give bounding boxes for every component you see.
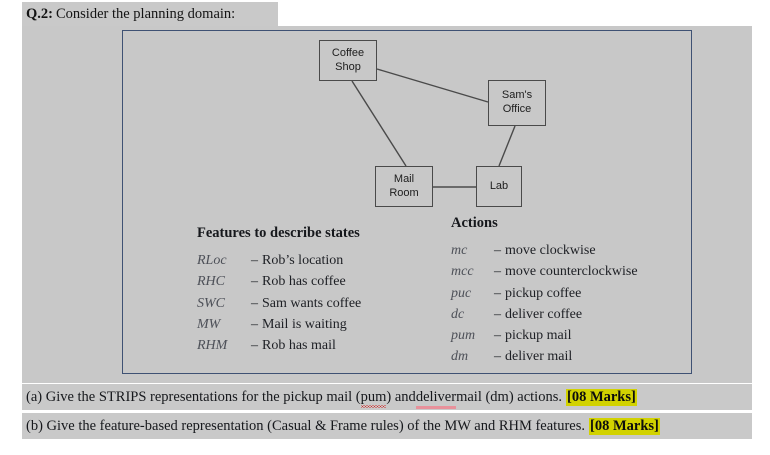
action-row: puc – pickup coffee — [451, 283, 681, 304]
feature-dash: – — [251, 316, 258, 332]
question-a-line: (a) Give the STRIPS representations for … — [22, 384, 752, 410]
figure-background-top — [22, 26, 752, 31]
action-dash: – — [494, 328, 501, 344]
node-label-line2: Office — [502, 103, 532, 115]
action-term: puc — [451, 285, 472, 301]
action-term: mcc — [451, 264, 474, 280]
action-term: dm — [451, 349, 469, 365]
edge-coffee-shop-sams-office — [376, 68, 489, 103]
action-row: dc – deliver coffee — [451, 304, 681, 325]
grammar-flag-deliver: deliver — [415, 388, 457, 409]
feature-row: RLoc – Rob’s location — [197, 250, 417, 271]
action-row: pum – pickup mail — [451, 325, 681, 346]
marks-badge-a: [08 Marks] — [565, 388, 637, 406]
edge-sams-office-lab — [498, 125, 516, 167]
node-label-line1: Mail — [393, 172, 415, 185]
node-label-line2: Shop — [335, 60, 361, 73]
action-description: move counterclockwise — [505, 264, 638, 280]
figure-background-left — [22, 26, 122, 374]
node-label-line1: Sam's — [501, 89, 533, 102]
feature-row: RHC – Rob has coffee — [197, 271, 417, 292]
actions-heading: Actions — [451, 215, 498, 231]
action-description: pickup mail — [505, 328, 572, 344]
feature-row: RHM – Rob has mail — [197, 335, 417, 356]
feature-dash: – — [251, 295, 258, 311]
action-description: deliver coffee — [505, 306, 583, 322]
node-label-line1: Coffee — [331, 46, 365, 59]
action-description: deliver mail — [505, 349, 573, 365]
action-description: move clockwise — [505, 243, 596, 258]
map-node-sams-office: Sam's Office — [488, 80, 546, 126]
question-b-text: (b) Give the feature-based representatio… — [26, 417, 585, 434]
figure-background-right — [692, 30, 752, 374]
feature-description: Sam wants coffee — [262, 295, 362, 311]
feature-dash: – — [251, 274, 258, 290]
edge-coffee-shop-mail-room — [351, 80, 407, 167]
domain-map: Coffee Shop Sam's Office Mail Room Lab — [123, 31, 693, 221]
action-term: pum — [451, 328, 476, 344]
feature-term: RHC — [197, 274, 225, 290]
action-term: dc — [451, 306, 465, 322]
map-node-lab: Lab — [476, 166, 522, 207]
marks-badge-b: [08 Marks] — [589, 417, 660, 435]
figure-background-bottom — [22, 373, 752, 383]
feature-row: SWC – Sam wants coffee — [197, 293, 417, 314]
actions-column: Actions mc – move clockwise mcc – move c… — [451, 215, 681, 368]
misspelled-word-pum: pum — [360, 388, 387, 408]
features-heading: Features to describe states — [197, 225, 360, 241]
action-dash: – — [494, 285, 501, 301]
question-a-text-part1: (a) Give the STRIPS representations for … — [26, 388, 361, 405]
action-dash: – — [494, 243, 501, 258]
question-header: Q.2: Consider the planning domain: — [22, 2, 278, 26]
question-b-line: (b) Give the feature-based representatio… — [22, 413, 752, 439]
action-dash: – — [494, 306, 501, 322]
question-number: Q.2: — [26, 5, 53, 22]
node-label-line2: Room — [389, 186, 419, 199]
feature-term: MW — [197, 316, 221, 332]
feature-description: Rob’s location — [262, 253, 344, 268]
action-description: pickup coffee — [505, 285, 582, 301]
action-row: mc – move clockwise — [451, 240, 681, 261]
node-label-line1: Lab — [489, 179, 509, 192]
map-node-mail-room: Mail Room — [375, 166, 433, 207]
action-term: mc — [451, 243, 468, 258]
feature-description: Rob has coffee — [262, 274, 346, 290]
question-prompt: Consider the planning domain: — [55, 5, 236, 22]
feature-dash: – — [251, 338, 258, 354]
map-node-coffee-shop: Coffee Shop — [319, 40, 377, 81]
action-dash: – — [494, 349, 501, 365]
feature-description: Mail is waiting — [262, 316, 347, 332]
action-row: mcc – move counterclockwise — [451, 261, 681, 282]
feature-dash: – — [251, 253, 258, 268]
map-edges — [351, 68, 516, 188]
feature-row: MW – Mail is waiting — [197, 314, 417, 335]
action-dash: – — [494, 264, 501, 280]
feature-term: SWC — [197, 295, 225, 311]
question-a-text-part3: mail (dm) actions. — [456, 388, 562, 405]
features-column: Features to describe states RLoc – Rob’s… — [197, 225, 417, 356]
action-row: dm – deliver mail — [451, 346, 681, 367]
planning-domain-figure: Coffee Shop Sam's Office Mail Room Lab F… — [122, 30, 692, 374]
question-a-text-part2: ) and — [386, 388, 416, 405]
feature-term: RHM — [197, 338, 228, 354]
feature-term: RLoc — [197, 253, 227, 268]
feature-description: Rob has mail — [262, 338, 336, 354]
